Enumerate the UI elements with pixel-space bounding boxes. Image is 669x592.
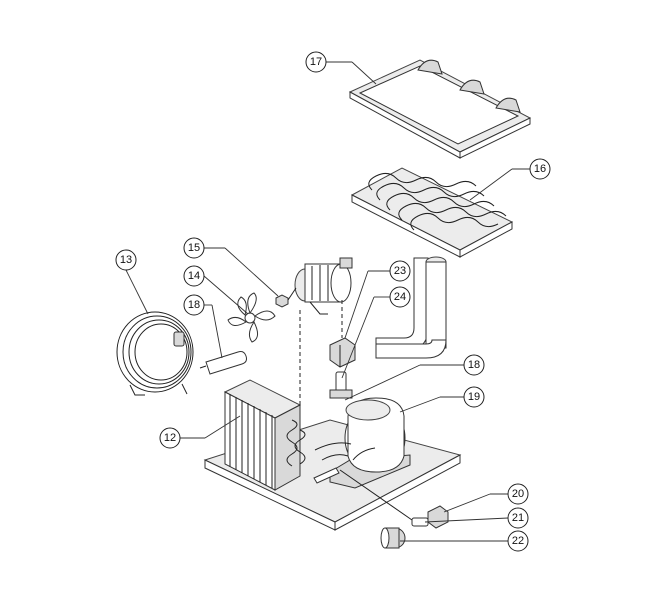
part-15-nut [275, 294, 289, 308]
part-22-cap [380, 527, 406, 549]
callout-13: 13 [115, 249, 137, 271]
callout-20-label: 20 [512, 488, 524, 500]
mounting-axes [299, 300, 343, 420]
callout-19-label: 19 [468, 391, 480, 403]
callout-23-label: 23 [394, 265, 406, 277]
part-17-tray-lid [348, 59, 532, 159]
callout-22: 22 [507, 530, 529, 552]
part-20-fitting [427, 505, 449, 529]
condenser-fins [229, 394, 273, 488]
callout-23: 23 [389, 260, 411, 282]
callout-16-label: 16 [534, 163, 546, 175]
part-13-capillary-coil [116, 311, 194, 396]
part-24-valve [329, 371, 353, 399]
callout-15-label: 15 [188, 242, 200, 254]
callout-14-label: 14 [188, 270, 200, 282]
callout-18-upper: 18 [183, 294, 205, 316]
compressor-stubs [313, 467, 413, 521]
part-16-evaporator [350, 167, 514, 359]
callout-22-label: 22 [512, 535, 524, 547]
part-19-compressor [314, 397, 411, 489]
callout-12: 12 [159, 427, 181, 449]
part-18-filter-drier [199, 351, 247, 375]
callout-21: 21 [507, 507, 529, 529]
callout-18-upper-label: 18 [188, 299, 200, 311]
part-14-fan-blade [227, 292, 276, 343]
callout-12-label: 12 [164, 432, 176, 444]
callout-18-lower-label: 18 [468, 359, 480, 371]
callout-21-label: 21 [512, 512, 524, 524]
leader-lines [125, 61, 530, 542]
callout-18-lower: 18 [463, 354, 485, 376]
part-12-condenser [223, 379, 306, 491]
callout-19: 19 [463, 386, 485, 408]
part-23-relay [329, 337, 356, 368]
callout-24-label: 24 [394, 291, 406, 303]
callout-24: 24 [389, 286, 411, 308]
callout-16: 16 [529, 158, 551, 180]
callout-14: 14 [183, 265, 205, 287]
callout-17-label: 17 [310, 56, 322, 68]
callout-15: 15 [183, 237, 205, 259]
callout-17: 17 [305, 51, 327, 73]
fan-motor [287, 257, 353, 315]
callout-20: 20 [507, 483, 529, 505]
callout-13-label: 13 [120, 254, 132, 266]
